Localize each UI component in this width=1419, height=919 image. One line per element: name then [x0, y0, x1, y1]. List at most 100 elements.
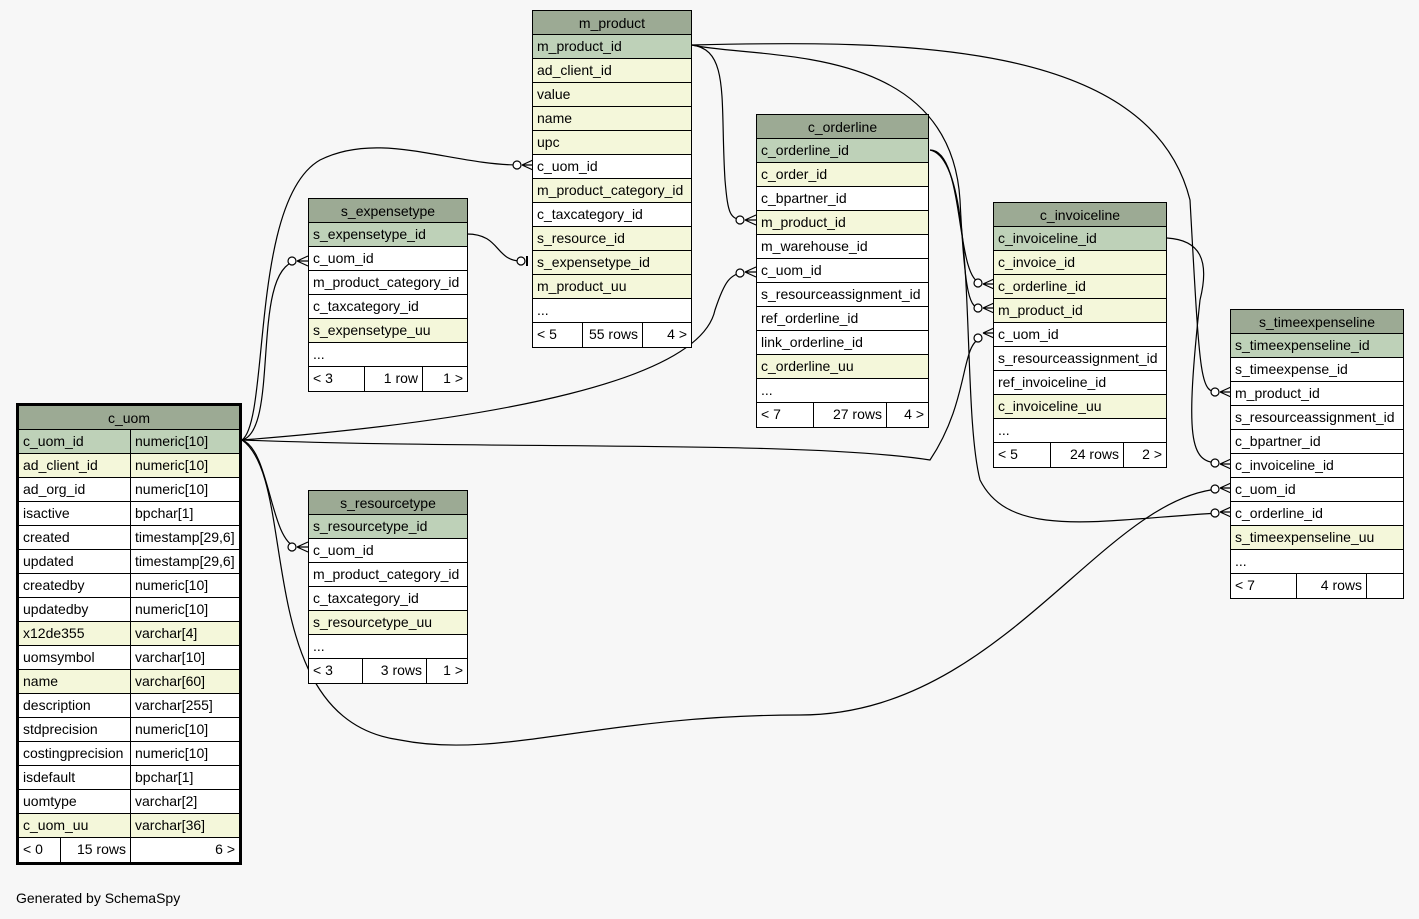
- column-row[interactable]: c_bpartner_id: [1231, 430, 1403, 454]
- children-link[interactable]: 4 >: [667, 326, 687, 342]
- column-row[interactable]: c_uom_id: [533, 155, 691, 179]
- column-row[interactable]: m_product_id: [533, 35, 691, 59]
- column-row[interactable]: c_uom_id: [309, 247, 467, 271]
- column-row[interactable]: c_invoiceline_uu: [994, 395, 1166, 419]
- table-title[interactable]: c_invoiceline: [994, 203, 1166, 227]
- column-row[interactable]: m_product_id: [994, 299, 1166, 323]
- column-row[interactable]: m_product_id: [1231, 382, 1403, 406]
- parents-link[interactable]: < 7: [1231, 574, 1297, 598]
- column-row[interactable]: c_invoice_id: [994, 251, 1166, 275]
- column-row[interactable]: c_bpartner_id: [757, 187, 928, 211]
- column-row[interactable]: c_uom_id: [994, 323, 1166, 347]
- column-row[interactable]: s_expensetype_id: [533, 251, 691, 275]
- column-row[interactable]: c_orderline_id: [994, 275, 1166, 299]
- column-row[interactable]: ...: [1231, 550, 1403, 574]
- column-row[interactable]: s_timeexpenseline_uu: [1231, 526, 1403, 550]
- column-row[interactable]: c_uom_id: [757, 259, 928, 283]
- column-row[interactable]: ...: [994, 419, 1166, 443]
- parents-link[interactable]: < 7: [757, 403, 814, 427]
- column-row[interactable]: s_timeexpenseline_id: [1231, 334, 1403, 358]
- column-row[interactable]: upc: [533, 131, 691, 155]
- table-title[interactable]: m_product: [533, 11, 691, 35]
- column-row[interactable]: value: [533, 83, 691, 107]
- column-row[interactable]: ref_orderline_id: [757, 307, 928, 331]
- table-title[interactable]: s_resourcetype: [309, 491, 467, 515]
- column-row[interactable]: m_product_category_id: [309, 563, 467, 587]
- column-row[interactable]: s_resourceassignment_id: [757, 283, 928, 307]
- column-row[interactable]: ad_client_id: [533, 59, 691, 83]
- column-row[interactable]: s_timeexpense_id: [1231, 358, 1403, 382]
- children-link[interactable]: 1 >: [443, 370, 463, 386]
- table-title[interactable]: c_uom: [19, 406, 239, 430]
- edge-c_uom-c_orderline: [241, 271, 745, 441]
- column-row[interactable]: c_uom_id: [309, 539, 467, 563]
- column-row[interactable]: m_product_uu: [533, 275, 691, 299]
- column-row[interactable]: c_taxcategory_id: [309, 295, 467, 319]
- column-row[interactable]: ...: [757, 379, 928, 403]
- column-row[interactable]: s_resource_id: [533, 227, 691, 251]
- column-row[interactable]: s_expensetype_id: [309, 223, 467, 247]
- column-row[interactable]: ...: [309, 635, 467, 659]
- column-row[interactable]: s_resourcetype_id: [309, 515, 467, 539]
- children-link[interactable]: 1 >: [443, 662, 463, 678]
- column-row[interactable]: c_orderline_uu: [757, 355, 928, 379]
- parents-link[interactable]: < 3: [309, 659, 363, 683]
- children-link[interactable]: 6 >: [215, 841, 235, 857]
- column-row[interactable]: c_orderline_id: [1231, 502, 1403, 526]
- column-row[interactable]: link_orderline_id: [757, 331, 928, 355]
- children-link[interactable]: 2 >: [1142, 446, 1162, 462]
- column-row[interactable]: s_resourceassignment_id: [994, 347, 1166, 371]
- column-row[interactable]: m_product_id: [757, 211, 928, 235]
- column-row[interactable]: ...: [309, 343, 467, 367]
- column-row[interactable]: m_product_category_id: [309, 271, 467, 295]
- table-title[interactable]: s_expensetype: [309, 199, 467, 223]
- column-row[interactable]: c_invoiceline_id: [994, 227, 1166, 251]
- column-row[interactable]: ref_invoiceline_id: [994, 371, 1166, 395]
- parents-link[interactable]: < 0: [19, 838, 61, 862]
- column-row[interactable]: c_uom_id: [1231, 478, 1403, 502]
- column-row[interactable]: s_resourceassignment_id: [1231, 406, 1403, 430]
- table-title[interactable]: c_orderline: [757, 115, 928, 139]
- column-row[interactable]: name: [533, 107, 691, 131]
- column-row[interactable]: ...: [533, 299, 691, 323]
- parents-link[interactable]: < 5: [533, 323, 583, 347]
- column-row[interactable]: c_taxcategory_id: [309, 587, 467, 611]
- column-row[interactable]: c_invoiceline_id: [1231, 454, 1403, 478]
- column-row[interactable]: c_taxcategory_id: [533, 203, 691, 227]
- column-row[interactable]: c_order_id: [757, 163, 928, 187]
- column-row[interactable]: m_product_category_id: [533, 179, 691, 203]
- column-row[interactable]: s_resourcetype_uu: [309, 611, 467, 635]
- children-link[interactable]: 4 >: [904, 406, 924, 422]
- column-row[interactable]: c_orderline_id: [757, 139, 928, 163]
- parents-link[interactable]: < 5: [994, 443, 1051, 467]
- children-link[interactable]: [1367, 574, 1403, 598]
- parents-link[interactable]: < 3: [309, 367, 365, 391]
- column-row[interactable]: s_expensetype_uu: [309, 319, 467, 343]
- table-title[interactable]: s_timeexpenseline: [1231, 310, 1403, 334]
- column-row[interactable]: m_warehouse_id: [757, 235, 928, 259]
